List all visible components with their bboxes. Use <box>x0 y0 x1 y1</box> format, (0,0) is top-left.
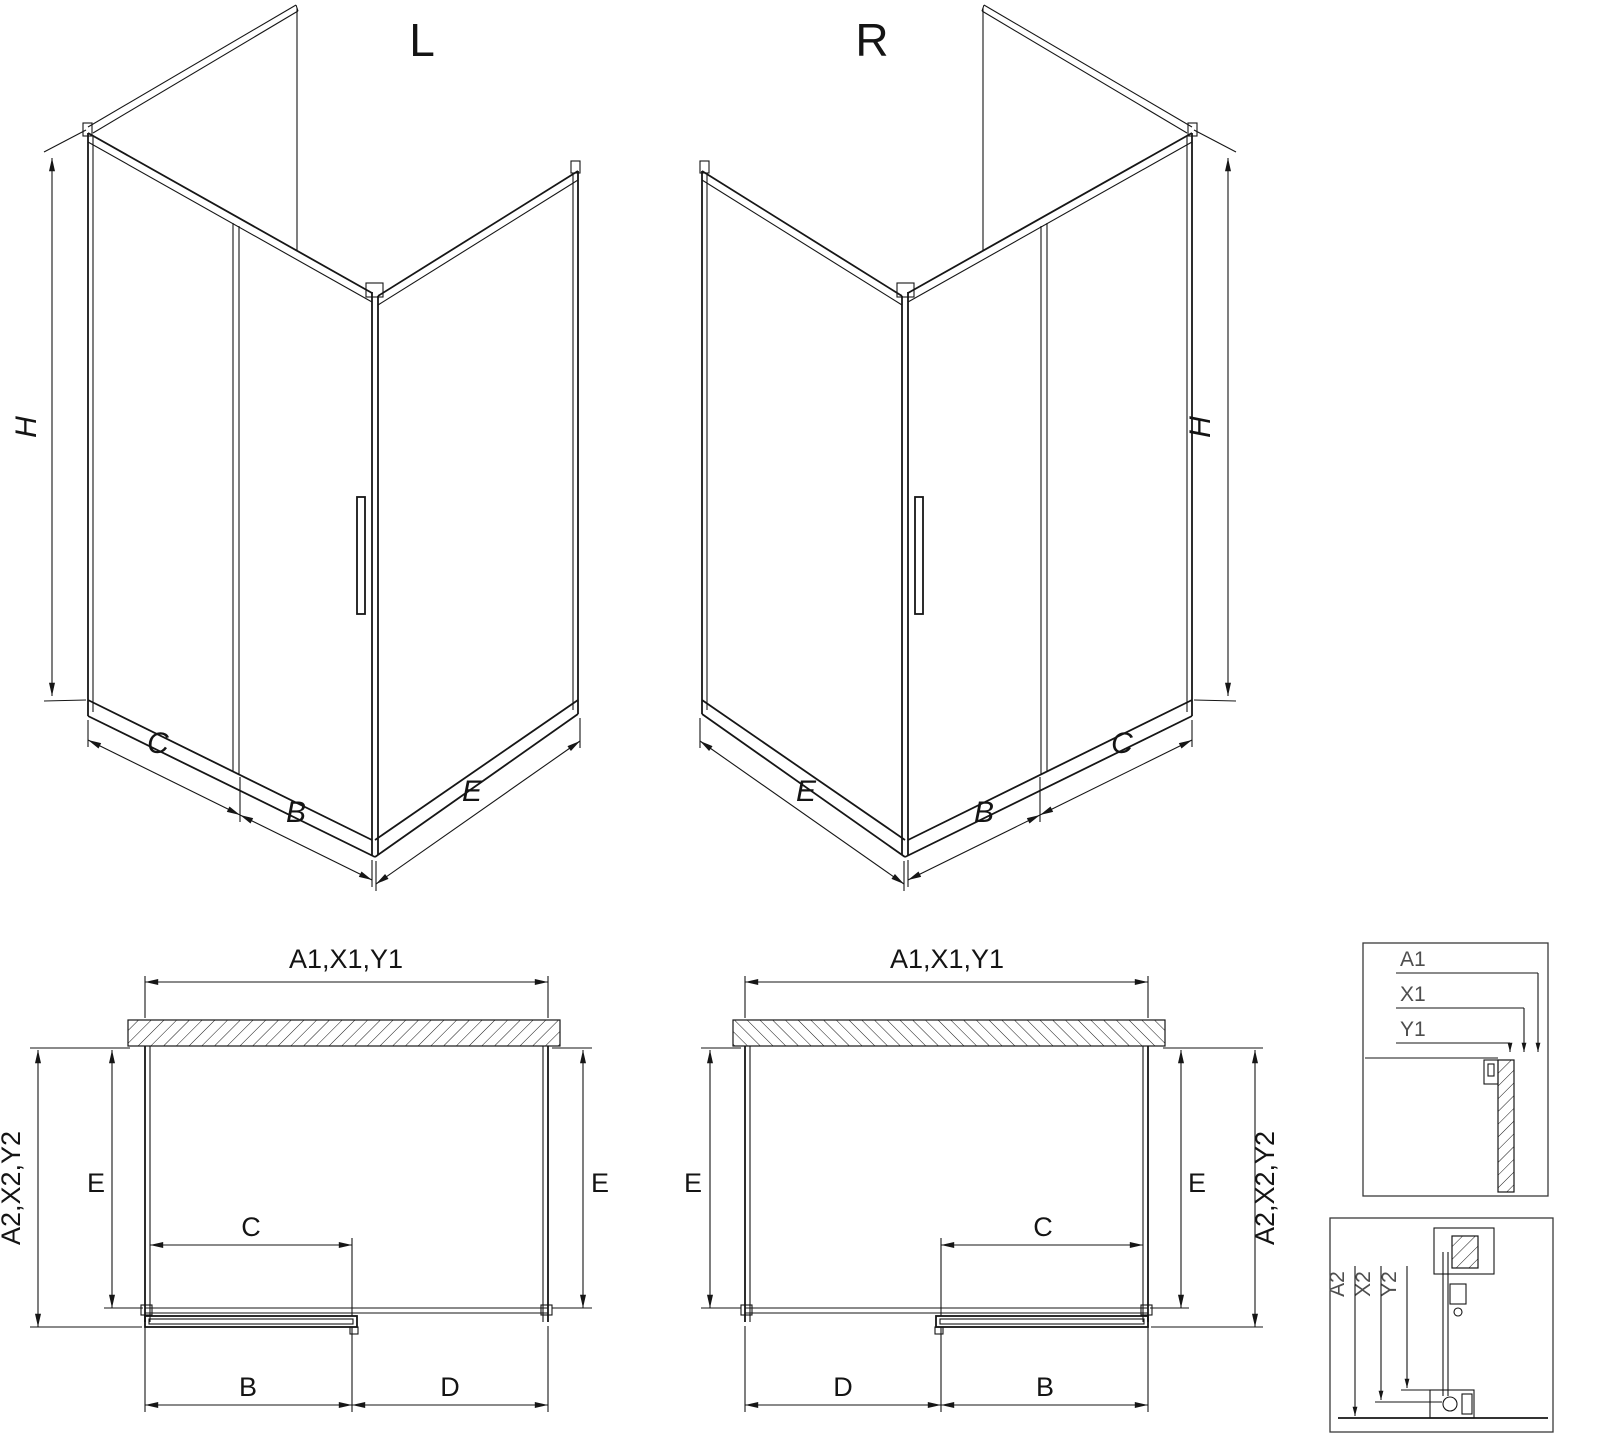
iso-right-dim-b: B <box>974 796 994 829</box>
detail-floor-dim-a2: A2 <box>1326 1271 1349 1297</box>
detail-wall-leaders <box>1396 972 1541 1052</box>
dimension-c-b <box>87 720 373 887</box>
detail-wall-section <box>1365 1057 1515 1193</box>
iso-right-dim-h: H <box>1184 416 1217 438</box>
dimension-a1 <box>144 976 549 1018</box>
dimension-e-left <box>104 1050 143 1309</box>
plan-right-dim-b: B <box>1036 1372 1054 1402</box>
plan-left-dim-a2: A2,X2,Y2 <box>0 1131 26 1245</box>
detail-floor-leaders <box>1352 1266 1442 1416</box>
iso-view-right: R H C B E <box>700 5 1236 891</box>
dimension-e-right <box>552 1047 592 1309</box>
iso-left-geometry <box>43 4 581 891</box>
dimension-e <box>375 718 581 891</box>
detail-view-wall-profile: A1 X1 Y1 <box>1362 942 1549 1197</box>
dimension-a2 <box>30 1047 142 1328</box>
side-panel <box>374 160 581 858</box>
plan-view-right: A1,X1,Y1 A2,X2,Y2 E E C B D <box>684 944 1280 1412</box>
plan-left-dim-c: C <box>241 1212 261 1242</box>
detail-wall-dim-x1: X1 <box>1400 983 1426 1006</box>
detail-floor-dim-y2: Y2 <box>1378 1271 1401 1297</box>
iso-right-label: R <box>855 14 888 66</box>
corner-post <box>365 282 384 855</box>
far-side-panel <box>82 4 299 251</box>
plan-view-left: A1,X1,Y1 A2,X2,Y2 E E C B D <box>0 944 609 1412</box>
plan-glass-panels <box>140 1046 553 1322</box>
plan-left-dim-d: D <box>440 1372 460 1402</box>
iso-left-dim-h: H <box>10 416 43 438</box>
detail-view-floor-profile: A2 X2 Y2 <box>1326 1217 1554 1433</box>
plan-left-dim-b: B <box>239 1372 257 1402</box>
dimension-b-d <box>144 1326 549 1412</box>
detail-wall-dim-a1: A1 <box>1400 948 1426 971</box>
front-door-wall <box>87 132 376 858</box>
plan-right-geometry <box>701 976 1263 1412</box>
plan-right-dim-d: D <box>833 1372 853 1402</box>
plan-right-dim-a1: A1,X1,Y1 <box>890 944 1004 974</box>
detail-wall-dim-y1: Y1 <box>1400 1018 1426 1041</box>
plan-right-dim-e-left: E <box>684 1168 702 1198</box>
iso-right-dim-c: C <box>1111 727 1133 760</box>
plan-door-track <box>144 1307 548 1335</box>
plan-right-dim-a2: A2,X2,Y2 <box>1250 1131 1280 1245</box>
plan-right-dim-c: C <box>1033 1212 1053 1242</box>
wall-section-hatched <box>127 1019 561 1047</box>
door-handle <box>356 496 366 615</box>
detail-floor-dim-x2: X2 <box>1352 1271 1375 1297</box>
iso-left-dim-e: E <box>462 775 483 808</box>
plan-right-dim-e-right: E <box>1188 1168 1206 1198</box>
iso-left-label: L <box>409 14 435 66</box>
iso-left-dim-b: B <box>286 796 306 829</box>
plan-left-dim-a1: A1,X1,Y1 <box>289 944 403 974</box>
plan-left-geometry <box>30 976 592 1412</box>
plan-left-dim-e-right: E <box>591 1168 609 1198</box>
iso-right-dim-e: E <box>796 775 817 808</box>
plan-left-dim-e-left: E <box>87 1168 105 1198</box>
iso-view-left: L H C B E <box>10 4 581 891</box>
detail-floor-section <box>1338 1227 1548 1419</box>
iso-right-geometry <box>700 5 1236 891</box>
dimension-c <box>150 1238 353 1412</box>
dimension-h <box>43 129 87 702</box>
detail-wall-frame <box>1362 942 1549 1197</box>
iso-left-dim-c: C <box>147 727 169 760</box>
detail-floor-frame <box>1329 1217 1554 1433</box>
